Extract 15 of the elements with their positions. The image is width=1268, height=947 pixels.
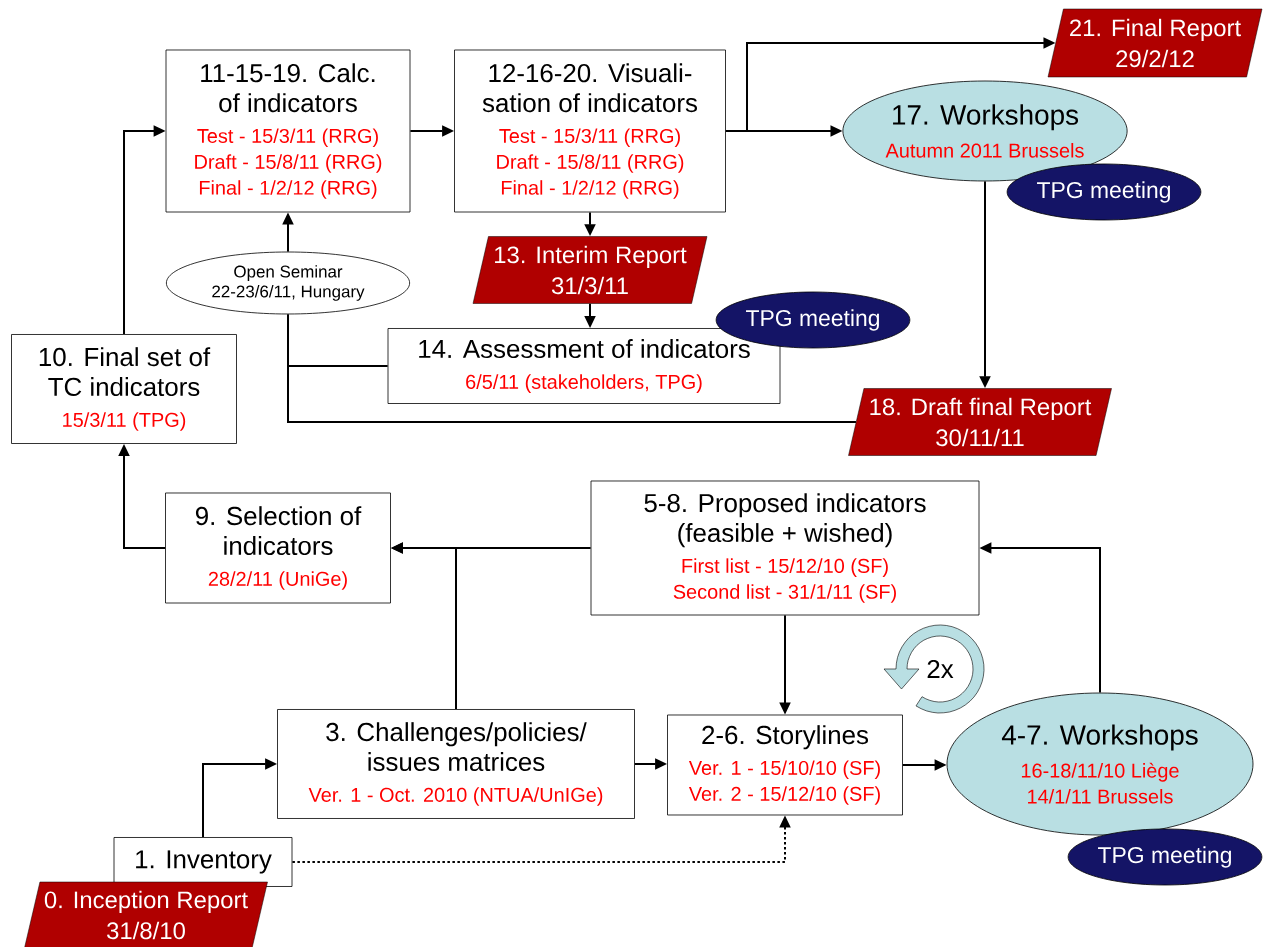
- repeat-label: 2x: [927, 659, 954, 679]
- report-parallelogram: 21. Final Report 29/2/12: [1047, 8, 1263, 78]
- process-box: 9. Selection of indicators 28/2/11 (UniGe): [165, 492, 391, 604]
- process-box: 11-15-19. Calc. of indicators Test - 15/3/11 (RRG) Draft - 15/8/11 (RRG) Final - 1/2/12 (RRG): [165, 49, 411, 213]
- process-box: 2-6. Storylines Ver. 1 - 15/10/10 (SF) Ver. 2 - 15/12/10 (SF): [667, 714, 903, 816]
- process-box: 5-8. Proposed indicators (feasible + wished) First list - 15/12/10 (SF) Second list - 31/1/11 (SF): [590, 480, 980, 616]
- process-box: 10. Final set of TC indicators 15/3/11 (TPG): [11, 334, 237, 444]
- process-box: 3. Challenges/policies/ issues matrices Ver. 1 - Oct. 2010 (NTUA/UnIGe): [277, 709, 635, 819]
- connector-line: [287, 313, 857, 423]
- process-box: 12-16-20. Visuali- sation of indicators Test - 15/3/11 (RRG) Draft - 15/8/11 (RRG) Final - 1/2/12 (RRG): [454, 49, 726, 213]
- report-parallelogram: 13. Interim Report 31/3/11: [472, 236, 708, 304]
- report-parallelogram: 18. Draft final Report 30/11/11: [848, 388, 1112, 456]
- process-box: 1. Inventory: [113, 837, 293, 887]
- process-box: 14. Assessment of indicators 6/5/11 (stakeholders, TPG): [387, 328, 781, 404]
- report-parallelogram: 0. Inception Report 31/8/10: [24, 881, 268, 947]
